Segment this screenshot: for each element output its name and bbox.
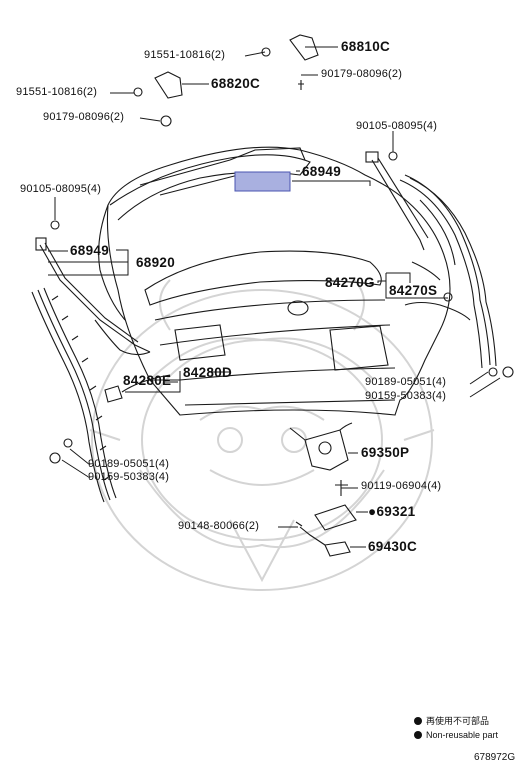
label-91551-10816-top[interactable]: 91551-10816(2) bbox=[144, 49, 226, 61]
label-90105-08095-left[interactable]: 90105-08095(4) bbox=[20, 183, 102, 195]
legend-japanese-text: 再使用不可部品 bbox=[426, 716, 490, 726]
label-90119-06904[interactable]: 90119-06904(4) bbox=[361, 480, 442, 492]
label-69350p[interactable]: 69350P bbox=[361, 445, 410, 460]
label-90189-05051-left[interactable]: 90189-05051(4) bbox=[88, 458, 170, 470]
label-84280d[interactable]: 84280D bbox=[183, 365, 233, 380]
back-door-assembly bbox=[31, 34, 514, 557]
label-68949-left[interactable]: 68949 bbox=[70, 243, 110, 258]
label-90105-08095-right[interactable]: 90105-08095(4) bbox=[356, 120, 438, 132]
label-90159-50383-left[interactable]: 90159-50383(4) bbox=[88, 471, 170, 483]
label-90179-08096-top[interactable]: 90179-08096(2) bbox=[321, 68, 403, 80]
legend-english-text: Non-reusable part bbox=[426, 730, 499, 740]
label-90159-50383-right[interactable]: 90159-50383(4) bbox=[365, 390, 447, 402]
label-69321[interactable]: ●69321 bbox=[368, 504, 416, 519]
label-91551-10816-left[interactable]: 91551-10816(2) bbox=[16, 86, 98, 98]
label-90179-08096-left[interactable]: 90179-08096(2) bbox=[43, 111, 125, 123]
label-90148-80066[interactable]: 90148-80066(2) bbox=[178, 520, 260, 532]
leader-lines bbox=[48, 46, 501, 548]
label-68810c[interactable]: 68810C bbox=[341, 39, 391, 54]
label-84270s[interactable]: 84270S bbox=[389, 283, 438, 298]
label-84280e[interactable]: 84280E bbox=[123, 373, 172, 388]
non-reusable-dot-icon bbox=[414, 717, 422, 725]
highlighted-part-68949[interactable] bbox=[234, 171, 291, 192]
legend-row-english: Non-reusable part bbox=[414, 730, 498, 740]
label-68920[interactable]: 68920 bbox=[136, 255, 176, 270]
label-68820c[interactable]: 68820C bbox=[211, 76, 261, 91]
label-90189-05051-right[interactable]: 90189-05051(4) bbox=[365, 376, 447, 388]
label-69430c[interactable]: 69430C bbox=[368, 539, 418, 554]
figure-number: 678972G bbox=[474, 752, 516, 763]
legend-row-japanese: 再使用不可部品 bbox=[414, 714, 489, 727]
label-84270g[interactable]: 84270G bbox=[325, 275, 375, 290]
label-68949-top[interactable]: 68949 bbox=[302, 164, 342, 179]
non-reusable-dot-icon bbox=[414, 731, 422, 739]
